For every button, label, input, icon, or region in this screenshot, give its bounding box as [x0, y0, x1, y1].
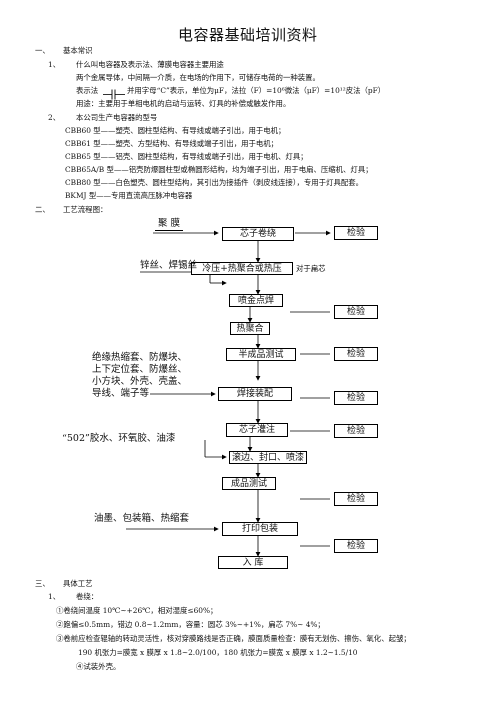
inspect-box-2: 检验 — [334, 305, 378, 319]
inspect-box-3: 检验 — [334, 347, 378, 361]
glues-label: “502”胶水、环氧胶、油漆 — [62, 433, 176, 444]
print-pack-box: 打印包装 — [222, 522, 298, 536]
winding-point-4: ④试装外壳。 — [76, 662, 121, 671]
inspect-box-6: 检验 — [334, 492, 378, 506]
cold-press-box: 冷压+热聚合或热压 — [191, 262, 293, 275]
warehouse-box: 入 库 — [218, 556, 288, 569]
model-cbb65ab: CBB65A/B 型——铝壳防爆圆柱型或椭圆形结构，均为端子引出，用于电扇、压缩… — [65, 165, 373, 174]
model-cbb65: CBB65 型——铝壳、圆柱型结构，有导线或端子引出，用于电机、灯具； — [65, 152, 308, 161]
winding-point-1: ①卷绕间温度 10℃~+26℃，相对湿度≤60%； — [56, 606, 218, 615]
section-3-number: 三、 — [35, 579, 50, 588]
item-2-number: 2、 — [48, 113, 61, 122]
inspect-box-7: 检验 — [334, 539, 378, 553]
winding-point-3: ③卷前应检查辊轴的转动灵活性，核对穿膜路线是否正确，膜面质量检查：膜有无划伤、擦… — [56, 634, 411, 643]
winding-point-2: ②跑偏≤0.5mm，错边 0.8~1.2mm，容量：圆芯 3%~+1%，扁芯 7… — [56, 620, 325, 629]
model-cbb60: CBB60 型——塑壳、圆柱型结构、有导线或端子引出，用于电机； — [65, 126, 286, 135]
model-cbb80: CBB80 型——白色塑壳、圆柱型结构，其引出为接插件（剥皮线连接），专用于灯具… — [65, 178, 364, 187]
item-1-title: 什么叫电容器及表示法、薄膜电容器主要用途 — [76, 60, 224, 69]
semi-product-test-box: 半成品测试 — [226, 348, 296, 361]
capacitor-symbol-icon — [103, 85, 125, 100]
inspect-box-1: 检验 — [334, 226, 378, 240]
film-input-label: 聚 膜 — [155, 218, 184, 231]
item-2-title: 本公司生产电容器的型号 — [76, 113, 158, 122]
usage-text: 用途：主要用于单相电机的启动与运转、灯具的补偿或触发作用。 — [76, 99, 291, 108]
notation-label: 表示法 — [76, 86, 99, 95]
winding-tension-formula: 190 机张力=膜宽 x 膜厚 x 1.8~2.0/100，180 机张力=膜宽… — [78, 648, 358, 657]
core-winding-box: 芯子卷绕 — [222, 227, 294, 241]
packing-materials-label: 油墨、包装箱、热缩套 — [94, 513, 190, 524]
materials-line-4: 导线、端子等 — [92, 388, 150, 399]
inspect-box-4: 检验 — [334, 391, 378, 405]
section-3-item-1-title: 卷绕： — [76, 592, 99, 601]
model-cbb61: CBB61 型——塑壳、方型结构、有导线或端子引出，用于电机； — [65, 139, 279, 148]
weld-assembly-box: 焊接装配 — [218, 387, 292, 401]
item-1-number: 1、 — [48, 60, 61, 69]
final-test-box: 成品测试 — [222, 477, 276, 490]
section-3-item-1-number: 1、 — [48, 592, 61, 601]
inspect-box-5: 检验 — [334, 424, 378, 438]
materials-line-3: 小方块、外壳、壳盖、 — [92, 376, 188, 387]
section-1-number: 一、 — [35, 46, 50, 55]
cold-press-note: 对于扁芯 — [296, 264, 326, 273]
section-2-heading: 工艺流程图： — [63, 205, 108, 214]
model-bkmj: BKMJ 型——专用直流高压脉冲电容器 — [65, 191, 193, 200]
spray-weld-box: 喷金点焊 — [229, 294, 283, 307]
zinc-wire-label: 锌丝、焊锡丝 — [140, 260, 198, 271]
definition-text: 两个金属导体，中间隔一介质，在电场的作用下，可储存电荷的一种装置。 — [76, 73, 320, 82]
core-filling-box: 芯子灌注 — [226, 423, 288, 437]
notation-text: 并用字母“C”表示，单位为μF，法拉（F）=10⁶微法（μF）=10¹²皮法（p… — [127, 86, 386, 95]
section-2-number: 二、 — [35, 205, 50, 214]
section-1-heading: 基本常识 — [63, 46, 93, 55]
roll-seal-spray-box: 滚边、封口、喷漆 — [229, 451, 307, 464]
page-title: 电容器基础培训资料 — [178, 26, 318, 44]
materials-line-2: 上下定位套、防爆丝、 — [92, 364, 188, 375]
section-3-heading: 具体工艺 — [63, 579, 93, 588]
heat-polymerize-box: 热聚合 — [230, 322, 270, 335]
materials-line-1: 绝缘热缩套、防爆块、 — [92, 352, 188, 363]
